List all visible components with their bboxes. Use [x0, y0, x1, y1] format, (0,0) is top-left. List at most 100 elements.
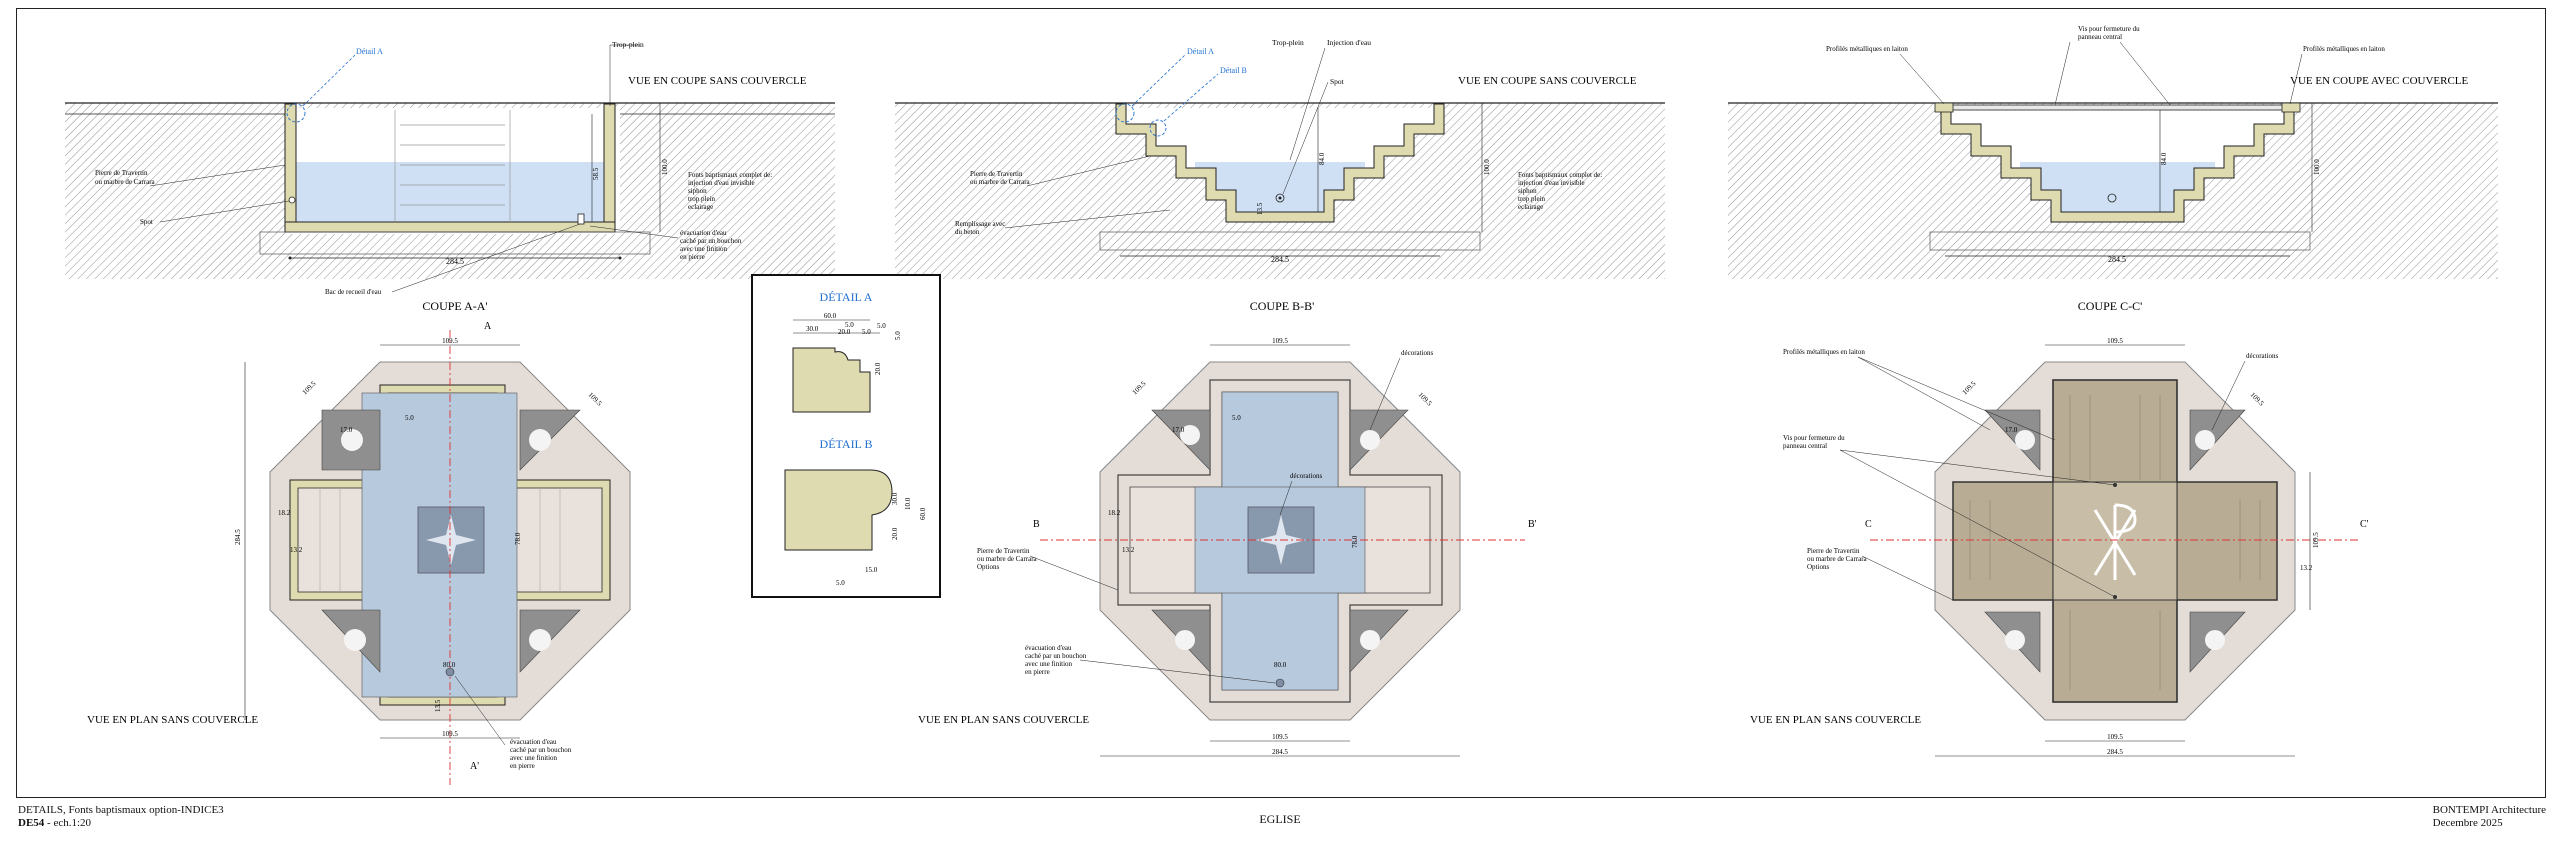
detail-b-dim-60: 60.0 [919, 507, 927, 520]
plan-c-dim-top: 109.5 [2107, 337, 2123, 345]
detail-box: DÉTAIL A 60.0 30.0 5.0 20.0 5.0 5.0 5.0 … [751, 274, 941, 598]
bull-icon [2205, 630, 2225, 650]
plan-b-dim-top: 109.5 [1272, 337, 1288, 345]
plan-b-evac4: en pierre [1025, 668, 1050, 676]
detail-b-dim-20: 20.0 [891, 527, 899, 540]
plan-b-view: B B' 109.5 109.5 284.5 109.5 109.5 78.0 … [918, 337, 1537, 757]
plan-b-dim-arm: 18.2 [1108, 509, 1121, 517]
detail-a-dim-5b: 5.0 [862, 328, 871, 336]
section-b-injection: Injection d'eau [1327, 38, 1371, 47]
section-c-caption: COUPE C-C' [2078, 299, 2143, 313]
section-a-evac3: avec une finition [680, 245, 728, 253]
detail-a-dim-30: 30.0 [806, 325, 819, 333]
plan-c-decor-ne [2189, 409, 2246, 471]
plan-a-title: VUE EN PLAN SANS COUVERCLE [87, 714, 258, 726]
plan-b-dim-bottom: 109.5 [1272, 733, 1288, 741]
plan-a-dim-c135: 13.5 [434, 699, 442, 712]
detail-a-profile [792, 347, 871, 413]
detail-a-dim-5a: 5.0 [845, 321, 854, 329]
detail-a-dim-20: 20.0 [838, 328, 851, 336]
section-a-label-trop-plein: Trop-plein [612, 40, 644, 49]
section-b-view: 284.5 84.0 13.5 100.0 Détail A Détail B … [895, 38, 1665, 313]
plan-c-vis1: Vis pour fermeture du [1783, 434, 1845, 442]
plan-c-dim-overall: 284.5 [2107, 748, 2123, 756]
lion-icon [529, 429, 551, 451]
detail-b-dim-5: 5.0 [836, 579, 845, 587]
section-b-dim-small: 13.5 [1256, 202, 1264, 215]
section-b-dim-height: 100.0 [1483, 159, 1491, 175]
plan-a-evac4: en pierre [510, 762, 535, 770]
plan-a-evac1: évacuation d'eau [510, 738, 557, 746]
section-c-title: VUE EN COUPE AVEC COUVERCLE [2290, 75, 2469, 87]
section-b-dim-depth: 84.0 [1318, 152, 1326, 165]
plan-b-evac1: évacuation d'eau [1025, 644, 1072, 652]
plan-a-view: A A' 109.5 109.5 284.5 109.5 109.5 78.0 … [87, 321, 631, 785]
plan-a-dim-mid: 78.0 [514, 532, 522, 545]
plan-b-dim-diag: 109.5 [1131, 379, 1148, 396]
plan-c-dim-diag: 109.5 [1961, 379, 1978, 396]
section-b-fonts1: Fonts baptismaux complet de: [1518, 171, 1602, 179]
plan-c-mark-left: C [1865, 519, 1872, 530]
plan-c-mark-right: C' [2360, 519, 2369, 530]
section-a-floor [284, 221, 616, 233]
plan-a-dim-bottom: 109.5 [442, 730, 458, 738]
plan-a-dim-diag2: 109.5 [587, 391, 604, 408]
section-a-title: VUE EN COUPE SANS COUVERCLE [628, 75, 807, 87]
plan-a-mark-bottom: A' [470, 761, 479, 772]
section-b-caption: COUPE B-B' [1250, 299, 1315, 313]
eagle-icon [1175, 630, 1195, 650]
plan-b-mark-right: B' [1528, 519, 1537, 530]
sheet-frame [16, 8, 2546, 798]
section-a-evac1: évacuation d'eau [680, 229, 727, 237]
plan-b-pierre3: Options [977, 563, 999, 571]
section-b-fonts3: siphon [1518, 187, 1537, 195]
detail-a-dim-20v: 5.0 [894, 331, 902, 340]
section-b-steps [1115, 103, 1445, 223]
plan-b-dim-overall: 284.5 [1272, 748, 1288, 756]
dove-icon [341, 429, 363, 451]
plan-a-dim-c17: 17.0 [340, 426, 353, 434]
section-b-fonts2: injection d'eau invisible [1518, 179, 1585, 187]
chi-rho-icon [2093, 505, 2137, 580]
plan-b-dim-inner: 5.0 [1232, 414, 1241, 422]
section-b-fonts4: trop plein [1518, 195, 1546, 203]
section-a-fonts2: injection d'eau invisible [688, 179, 755, 187]
plan-b-dim-arm2: 13.2 [1122, 546, 1135, 554]
section-a-dim-width: 284.5 [446, 257, 464, 266]
detail-a-dim-60: 60.0 [824, 312, 837, 320]
section-a-label-pierre2: ou marbre de Carrara [95, 178, 156, 186]
plan-a-dim-side: 284.5 [234, 529, 242, 545]
drawing-date: Decembre 2025 [2432, 817, 2503, 829]
plan-a-dim-arm2: 13.2 [290, 546, 303, 554]
project-name: EGLISE [1259, 812, 1301, 826]
lion-icon [1360, 430, 1380, 450]
detail-b-dim-10: 10.0 [904, 497, 912, 510]
plan-c-dim-c17: 17.0 [2005, 426, 2018, 434]
plan-c-dim-diag2: 109.5 [2249, 391, 2266, 408]
drawing-title: DETAILS, Fonts baptismaux option-INDICE3 [18, 804, 224, 816]
plan-a-dim-arm: 18.2 [278, 509, 291, 517]
plan-b-dim-c80: 80.0 [1274, 661, 1287, 669]
detail-b-title: DÉTAIL B [820, 437, 873, 451]
section-a-evac2: caché par un bouchon [680, 237, 742, 245]
section-a-label-bac: Bac de recueil d'eau [325, 288, 382, 296]
plan-a-mark-top: A [484, 321, 492, 332]
dove-icon [1180, 425, 1200, 445]
eagle-icon [344, 629, 366, 651]
detail-a-dim-5c: 5.0 [877, 322, 886, 330]
plan-c-decorations: décorations [2246, 352, 2279, 360]
section-b-detail-b-label: Détail B [1220, 66, 1247, 75]
section-a-caption: COUPE A-A' [422, 299, 487, 313]
title-block-right: BONTEMPI Architecture Decembre 2025 [2433, 804, 2546, 830]
plan-c-view: C C' 109.5 109.5 284.5 109.5 109.5 109.5… [1750, 337, 2369, 757]
section-c-view: 284.5 84.0 100.0 Profilés métalliques en… [1728, 25, 2498, 313]
plan-c-decor-nw [1984, 409, 2041, 471]
section-c-dim-height: 100.0 [2313, 159, 2321, 175]
plan-c-pierre3: Options [1807, 563, 1829, 571]
plan-b-decor-nw [1151, 409, 1211, 471]
section-a-fonts3: siphon [688, 187, 707, 195]
plan-c-dim-bottom: 109.5 [2107, 733, 2123, 741]
section-a-dim-depth: 58.5 [592, 167, 600, 180]
section-b-remp1: Remplissage avec [955, 220, 1005, 228]
